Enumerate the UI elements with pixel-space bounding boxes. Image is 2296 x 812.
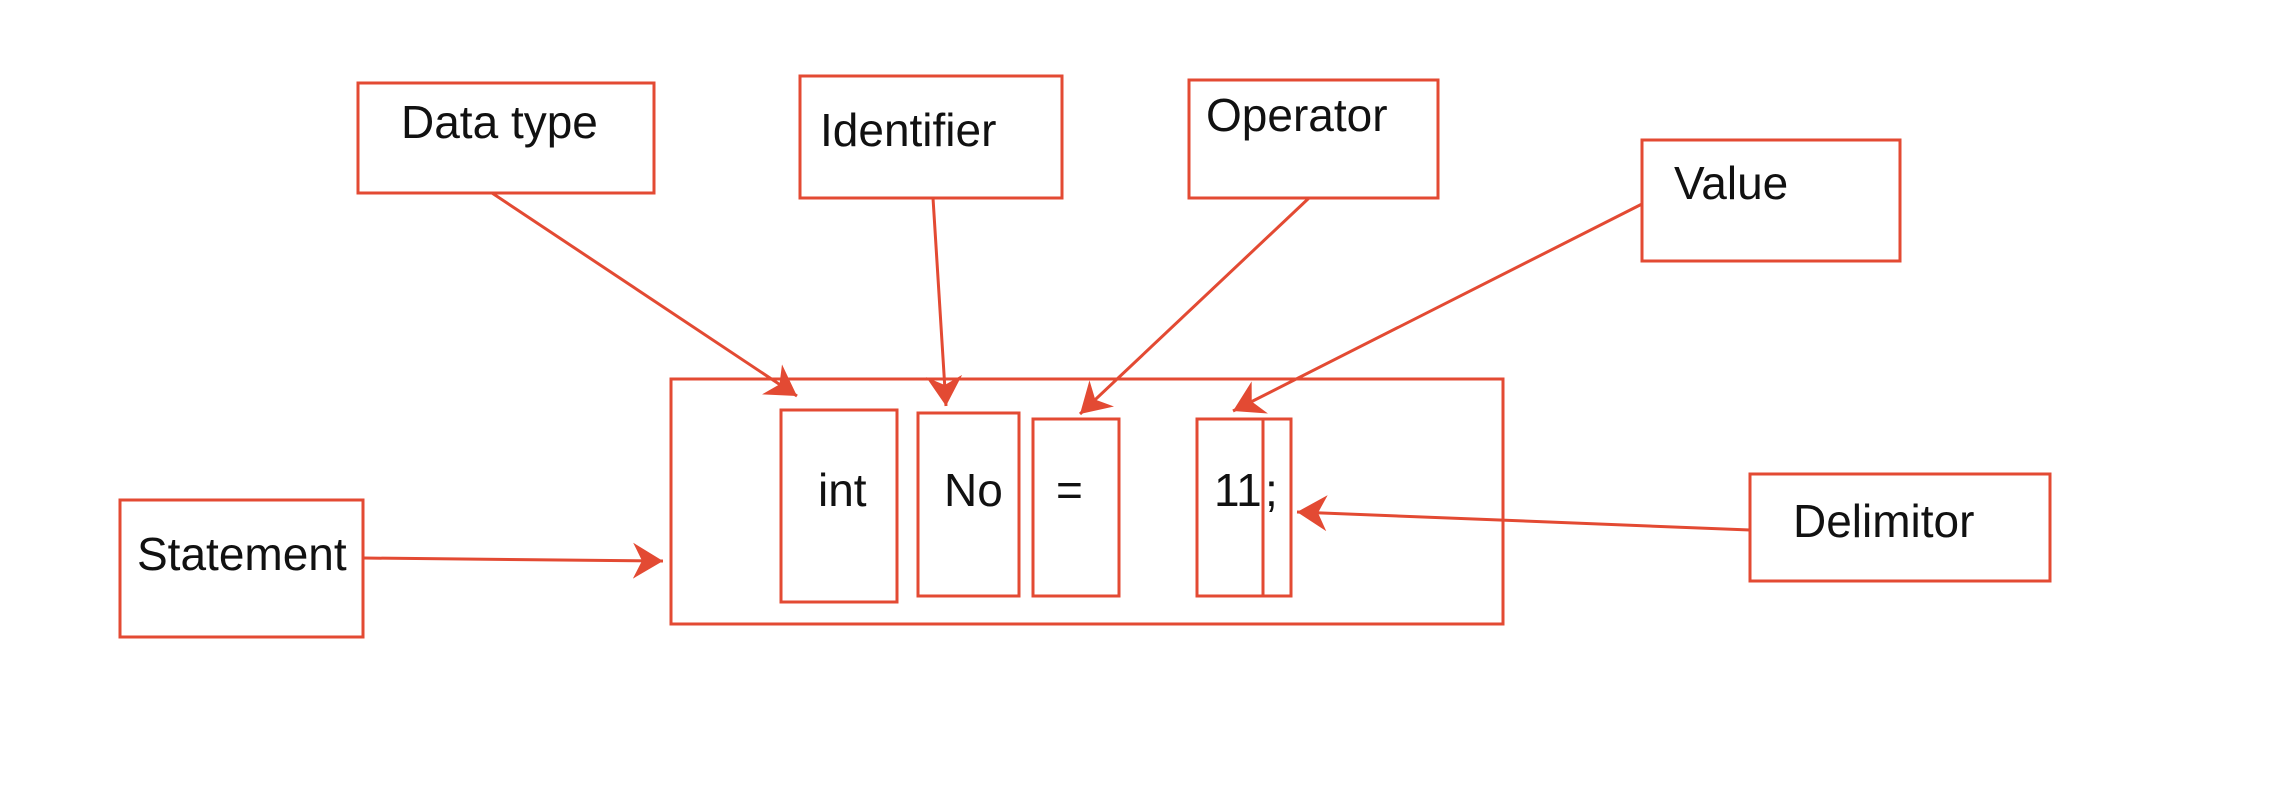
statement-container: [669, 377, 1505, 626]
token-value: 11: [1214, 464, 1262, 516]
identifier-box: [798, 74, 1064, 200]
token-no: No: [944, 464, 1003, 516]
token-equals-box: [1031, 417, 1121, 598]
value-box: [1640, 138, 1902, 263]
delimitor-label: Delimitor: [1793, 495, 1974, 547]
statement-label: Statement: [137, 528, 347, 580]
statement-box: [118, 498, 365, 639]
token-equals: =: [1056, 464, 1083, 516]
data-type-box: [356, 81, 656, 195]
arrow-delimitor: [1296, 495, 1751, 532]
token-semicolon-box: [1261, 417, 1293, 598]
token-no-box: [916, 411, 1021, 598]
token-semicolon: ;: [1265, 464, 1278, 516]
arrow-data-type: [491, 191, 798, 398]
token-int-box: [779, 408, 899, 604]
data-type-label: Data type: [401, 96, 598, 148]
operator-box: [1187, 78, 1440, 200]
arrow-statement: [362, 542, 664, 579]
delimitor-box: [1748, 472, 2052, 583]
operator-label: Operator: [1206, 89, 1388, 141]
identifier-label: Identifier: [820, 104, 996, 156]
arrow-operator: [1078, 196, 1311, 416]
value-label: Value: [1674, 157, 1788, 209]
arrow-identifier: [926, 197, 963, 407]
token-int: int: [818, 464, 867, 516]
arrow-value: [1232, 202, 1643, 414]
